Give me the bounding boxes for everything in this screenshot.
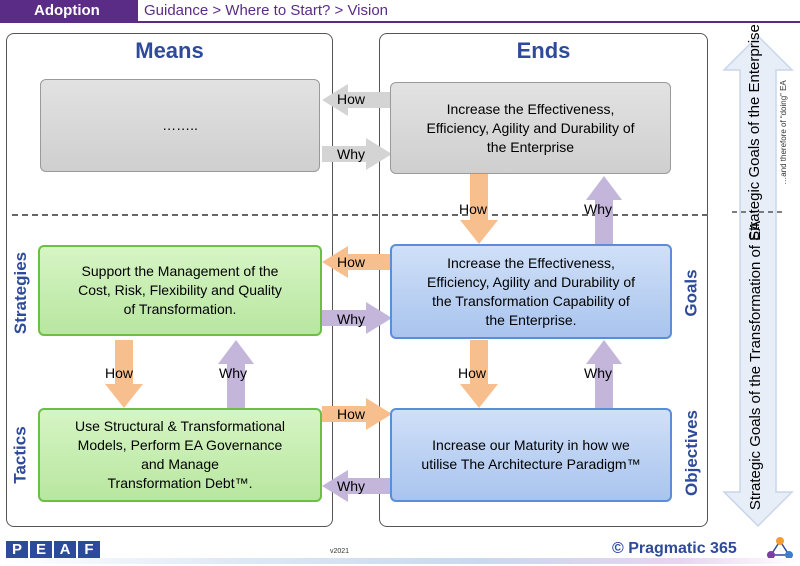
breadcrumb[interactable]: Guidance > Where to Start? > Vision [144,2,389,19]
why-arrow-strategy [322,302,392,334]
footer-band [0,558,800,564]
peaf-logo: P E A F [6,541,100,559]
why-arrow-ends-top [586,176,622,244]
pragmatic-brand: © Pragmatic 365 [612,540,737,557]
how-label-top: How [337,91,366,107]
how-label-tactic: How [337,406,366,422]
goal-box: Increase the Effectiveness, Efficiency, … [390,244,672,339]
why-arrow-top [322,138,392,170]
means-top-box: …….. [40,79,320,172]
strategy-box: Support the Management of the Cost, Risk… [38,245,322,336]
logo-letter: A [54,541,76,559]
how-arrow-means-mid [105,340,143,408]
how-arrow-ends-mid [460,340,498,408]
molecule-icon [767,537,793,559]
how-arrow-tactic [322,398,392,430]
section-tab[interactable]: Adoption [0,0,138,21]
why-arrow-means-mid [218,340,254,408]
why-label-tactic: Why [337,478,365,494]
logo-letter: F [78,541,100,559]
how-label-ends-top: How [459,201,488,217]
how-arrow-top [322,84,390,116]
enterprise-goals-note: …and therefore of “doing” EA [778,79,788,185]
why-label-ends-top: Why [584,201,612,217]
goals-label: Goals [682,269,701,317]
objective-box: Increase our Maturity in how we utilise … [390,408,672,502]
why-arrow-ends-mid [586,340,622,408]
ends-top-box: Increase the Effectiveness, Efficiency, … [390,82,671,174]
ea-goals-label: Strategic Goals of the Transformation of… [747,220,765,510]
means-title: Means [135,38,204,63]
logo-letter: P [6,541,28,559]
tactic-box: Use Structural & Transformational Models… [38,408,322,502]
how-label-ends-mid: How [458,365,487,381]
why-label-top: Why [337,146,365,162]
how-arrow-strategy [322,246,390,278]
objectives-label: Objectives [682,410,701,496]
strategic-goals-double-arrow [722,34,794,528]
why-arrow-tactic [322,470,390,502]
how-label-strategy: How [337,254,366,270]
dashed-separator [12,214,708,216]
logo-letter: E [30,541,52,559]
how-arrow-ends-top [460,174,498,244]
why-label-strategy: Why [337,311,365,327]
ends-title: Ends [516,38,571,63]
why-label-ends-mid: Why [584,365,612,381]
how-label-means-mid: How [105,365,134,381]
strategies-label: Strategies [11,251,31,335]
header-divider [0,21,800,23]
why-label-means-mid: Why [219,365,247,381]
version-label: v2021 [330,548,350,555]
enterprise-goals-label: Strategic Goals of the Enterprise [745,23,763,241]
tactics-label: Tactics [11,426,31,484]
